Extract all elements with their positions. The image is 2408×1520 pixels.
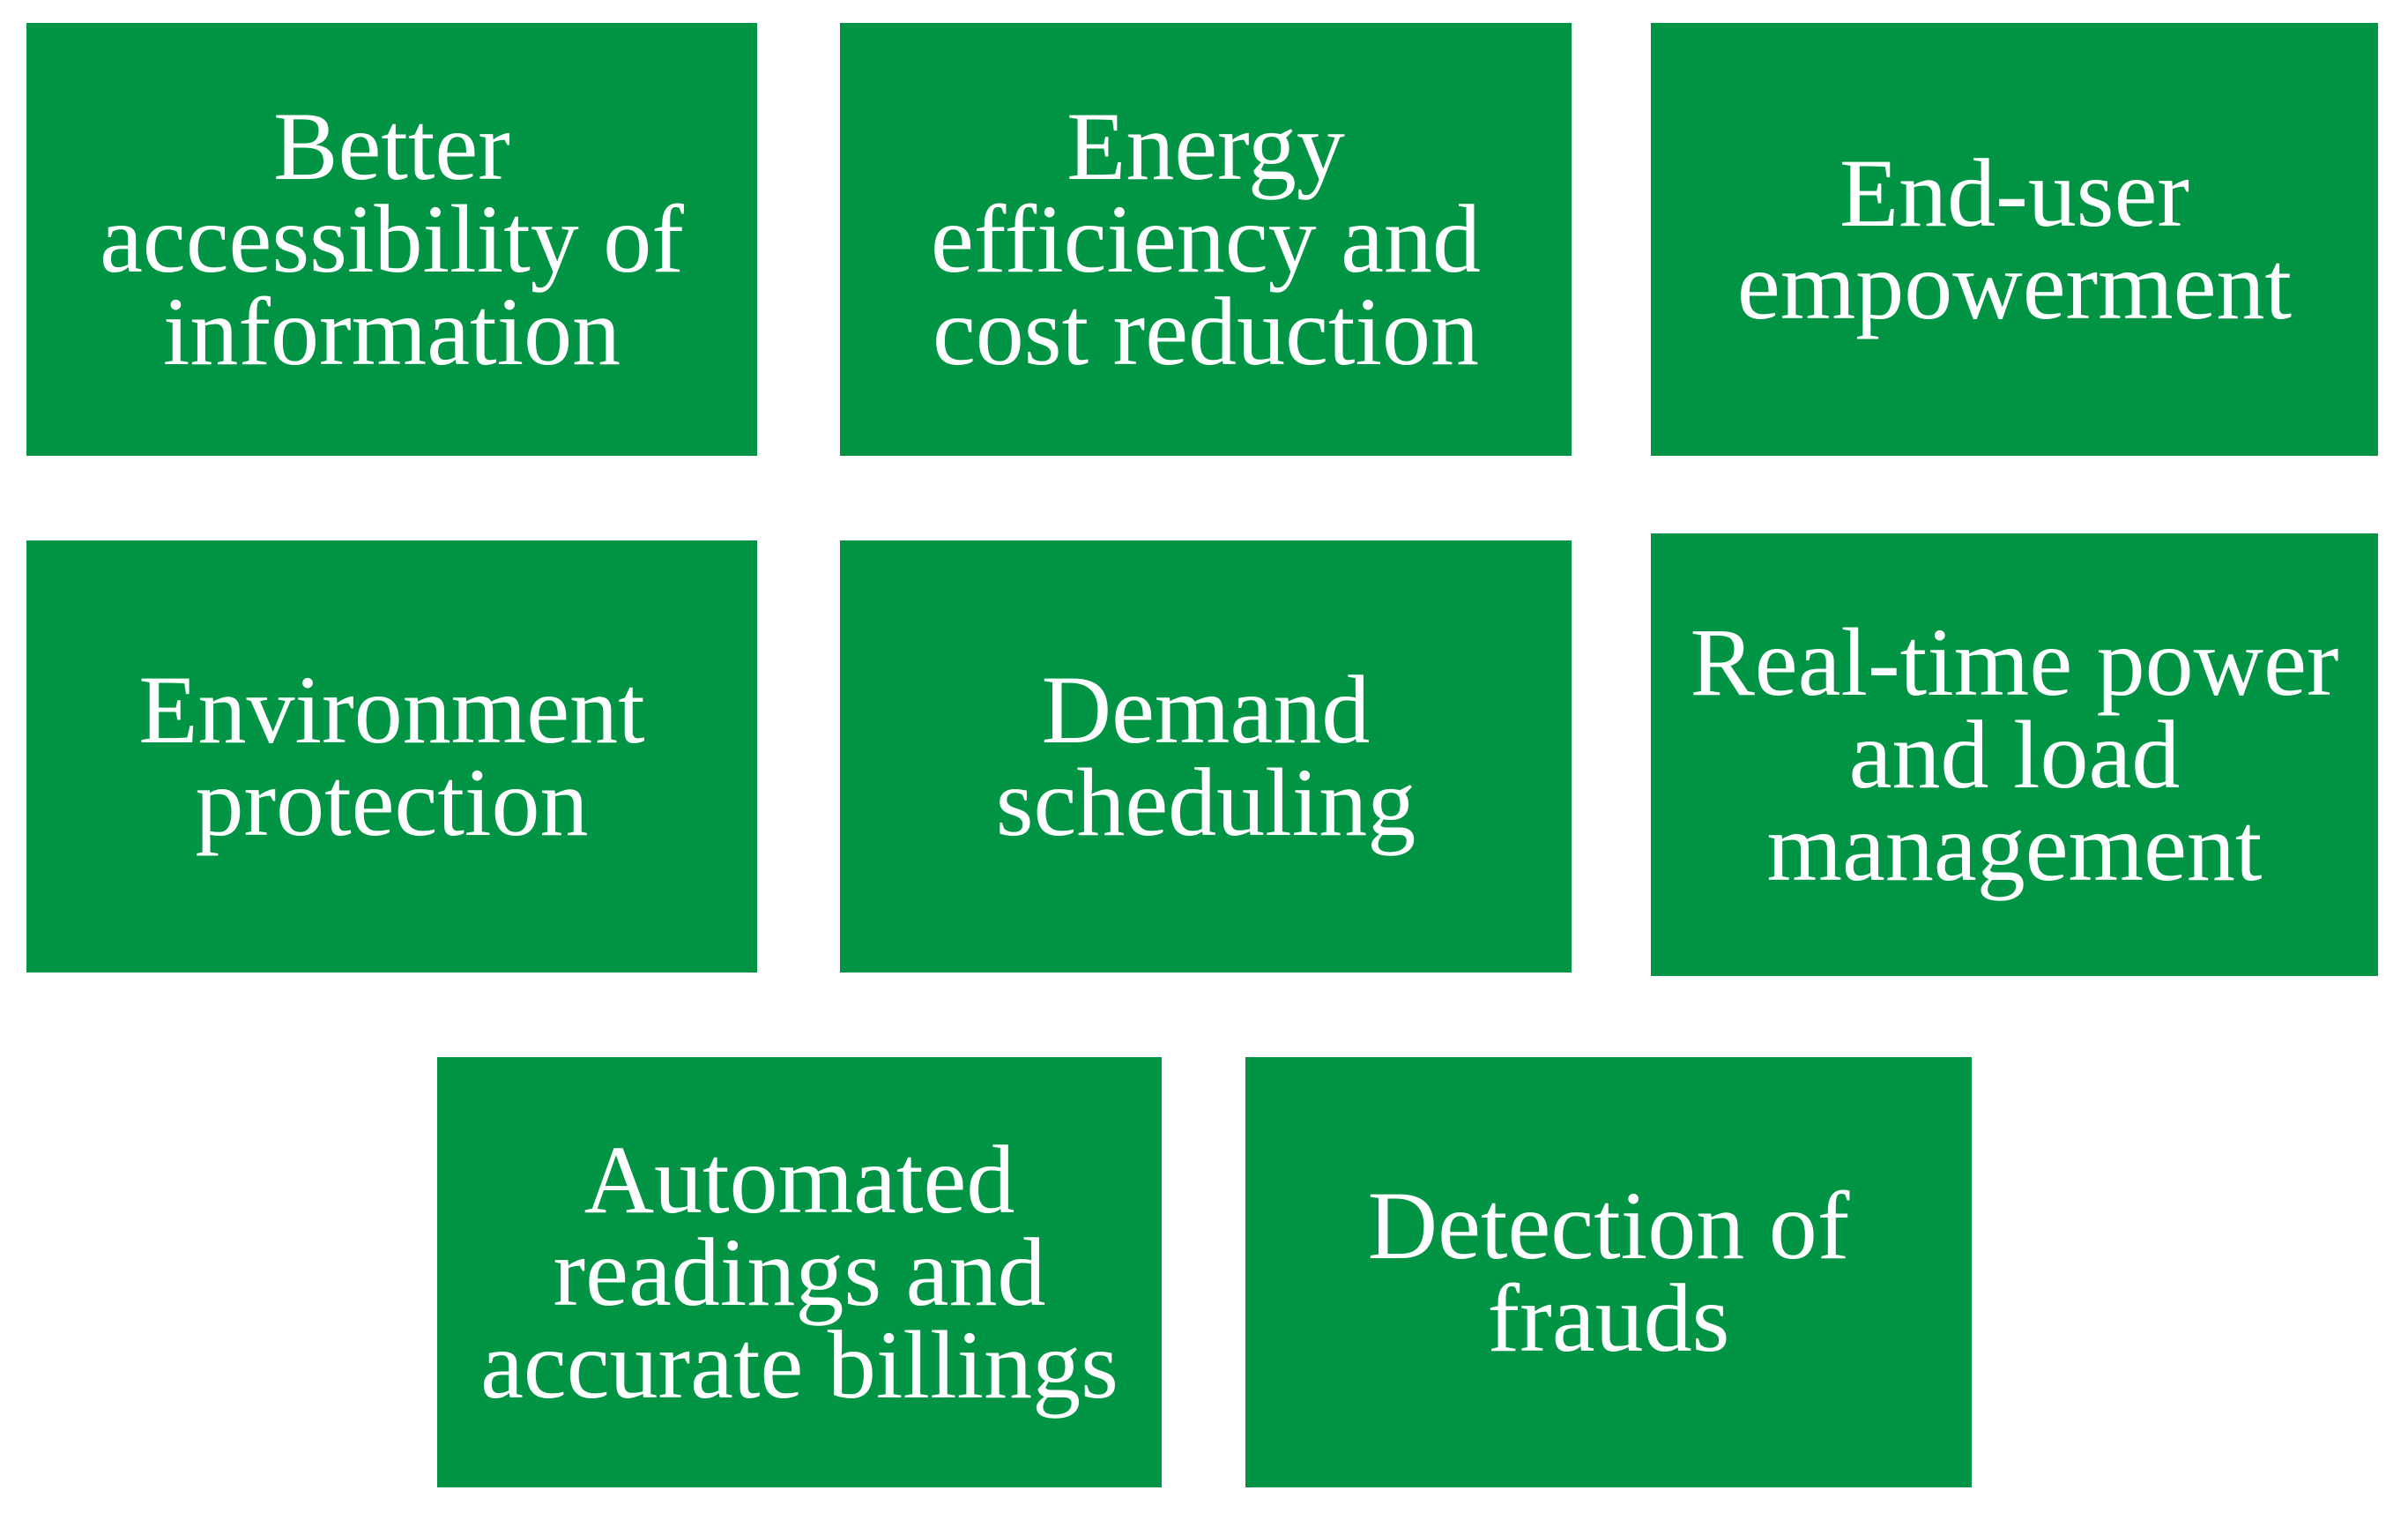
benefit-box-better-accessibility-of-information: Better accessibility of information [26, 23, 757, 456]
benefit-line: Automated [583, 1125, 1015, 1233]
benefit-line: protection [195, 749, 589, 856]
benefit-line: frauds [1487, 1264, 1730, 1372]
benefit-box-demand-scheduling: Demand scheduling [840, 540, 1572, 972]
benefit-box-detection-of-frauds: Detection of frauds [1245, 1057, 1972, 1487]
benefit-line: accessibility of [100, 185, 684, 293]
benefit-box-end-user-empowerment: End-user empowerment [1651, 23, 2378, 456]
benefit-line: Real-time power [1690, 607, 2339, 716]
benefit-line: End-user [1839, 138, 2190, 247]
benefit-box-real-time-power-and-load-management: Real-time power and load management [1651, 533, 2378, 976]
benefit-line: Environment [138, 656, 645, 764]
benefit-line: management [1766, 793, 2263, 901]
benefit-box-environment-protection: Environment protection [26, 540, 757, 972]
benefit-line: scheduling [995, 749, 1416, 856]
benefit-line: Demand [1041, 656, 1371, 764]
benefit-line: Energy [1067, 93, 1345, 200]
benefit-line: empowerment [1736, 231, 2293, 339]
benefit-line: accurate billings [480, 1310, 1119, 1419]
benefit-line: and load [1848, 700, 2181, 808]
benefit-line: cost reduction [932, 278, 1480, 385]
benefit-line: information [162, 278, 621, 385]
benefit-line: efficiency and [930, 185, 1481, 293]
benefit-line: Detection of [1367, 1172, 1850, 1279]
benefit-box-automated-readings-and-accurate-billings: Automated readings and accurate billings [437, 1057, 1162, 1487]
benefit-line: readings and [553, 1218, 1046, 1326]
benefit-line: Better [273, 93, 510, 200]
benefit-box-energy-efficiency-and-cost-reduction: Energy efficiency and cost reduction [840, 23, 1572, 456]
